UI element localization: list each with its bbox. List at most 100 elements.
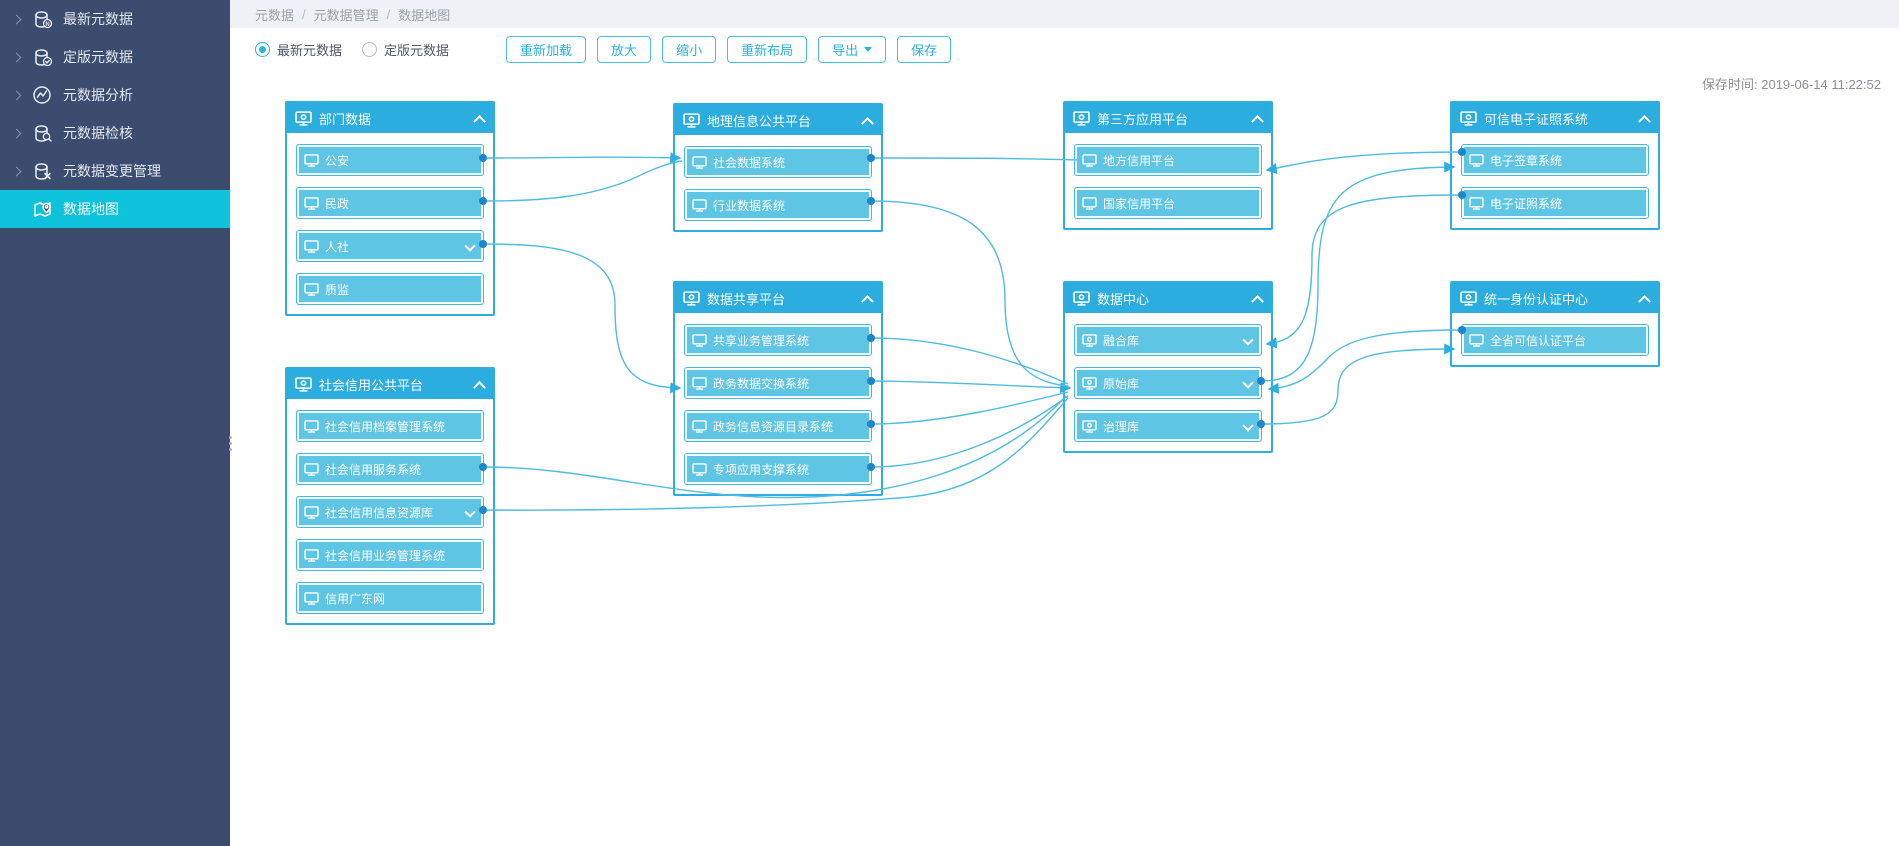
group-header[interactable]: 数据共享平台 — [675, 283, 881, 313]
chevron-up-icon[interactable] — [1638, 294, 1651, 308]
diagram-group-4[interactable]: 数据共享平台 共享业务管理系统 政务数据交换系统 政务信息资源目录系统 专项应用… — [673, 281, 883, 496]
diagram-group-2[interactable]: 社会信用公共平台 社会信用档案管理系统 社会信用服务系统 社会信用信息资源库 社… — [285, 367, 495, 625]
group-header[interactable]: 社会信用公共平台 — [287, 369, 493, 399]
node-label: 专项应用支撑系统 — [713, 462, 810, 477]
diagram-node[interactable]: 政务信息资源目录系统 — [685, 411, 871, 441]
sidebar-item-6[interactable]: 数据地图 — [0, 190, 230, 228]
diagram-node[interactable]: 地方信用平台 — [1075, 145, 1261, 175]
breadcrumb-item-3[interactable]: 数据地图 — [398, 7, 451, 23]
sidebar-item-1[interactable]: N 最新元数据 — [0, 0, 230, 38]
group-title: 统一身份认证中心 — [1484, 291, 1589, 307]
chevron-up-icon[interactable] — [1251, 114, 1264, 128]
diagram-node[interactable]: 社会信用业务管理系统 — [297, 540, 483, 570]
diagram-node[interactable]: 共享业务管理系统 — [685, 325, 871, 355]
diagram-group-1[interactable]: 部门数据 公安 民政 人社 质监 — [285, 101, 495, 316]
diagram-node[interactable]: 专项应用支撑系统 — [685, 454, 871, 484]
diagram-group-8[interactable]: 统一身份认证中心 全省可信认证平台 — [1450, 281, 1660, 367]
diagram-edge — [1265, 194, 1463, 349]
diagram-node[interactable]: 电子签章系统 — [1462, 145, 1648, 175]
sidebar-item-label: 元数据变更管理 — [63, 163, 161, 179]
diagram-node[interactable]: 社会信用服务系统 — [297, 454, 483, 484]
diagram-node[interactable]: 社会数据系统 — [685, 147, 871, 177]
sidebar-item-label: 最新元数据 — [63, 11, 133, 27]
diagram-node[interactable]: 全省可信认证平台 — [1462, 325, 1648, 355]
node-label: 政务信息资源目录系统 — [713, 419, 834, 434]
diagram-node[interactable]: 国家信用平台 — [1075, 188, 1261, 218]
chevron-up-icon[interactable] — [473, 114, 486, 128]
diagram-node[interactable]: 融合库 — [1075, 325, 1261, 355]
data-map-canvas[interactable]: 部门数据 公安 民政 人社 质监 社会信 — [230, 0, 1899, 846]
diagram-group-6[interactable]: 数据中心 融合库 原始库 治理库 — [1063, 281, 1273, 453]
group-header[interactable]: 地理信息公共平台 — [675, 105, 881, 135]
monitor-icon — [304, 153, 319, 167]
sidebar-item-2[interactable]: 定版元数据 — [0, 38, 230, 76]
diagram-node[interactable]: 公安 — [297, 145, 483, 175]
group-title: 部门数据 — [319, 111, 372, 127]
chevron-right-icon — [11, 128, 22, 138]
chevron-down-icon[interactable] — [464, 506, 476, 518]
chevron-down-icon[interactable] — [1242, 334, 1254, 346]
group-body: 社会数据系统 行业数据系统 — [675, 135, 881, 230]
sidebar-item-label: 元数据检核 — [63, 125, 133, 141]
diagram-group-5[interactable]: 第三方应用平台 地方信用平台 国家信用平台 — [1063, 101, 1273, 230]
chevron-down-icon[interactable] — [1242, 377, 1254, 389]
diagram-node[interactable]: 社会信用档案管理系统 — [297, 411, 483, 441]
monitor-icon — [1082, 196, 1097, 210]
group-title: 社会信用公共平台 — [319, 377, 424, 393]
panel-collapse-handle[interactable] — [225, 428, 235, 458]
diagram-group-3[interactable]: 地理信息公共平台 社会数据系统 行业数据系统 — [673, 103, 883, 232]
node-label: 原始库 — [1103, 376, 1140, 391]
diagram-node[interactable]: 人社 — [297, 231, 483, 261]
diagram-node[interactable]: 电子证照系统 — [1462, 188, 1648, 218]
sidebar-item-4[interactable]: 元数据检核 — [0, 114, 230, 152]
diagram-node[interactable]: 社会信用信息资源库 — [297, 497, 483, 527]
radio-published-metadata[interactable]: 定版元数据 — [362, 40, 449, 59]
breadcrumb-separator: / — [302, 6, 306, 22]
export-button[interactable]: 导出 — [818, 35, 887, 63]
diagram-node[interactable]: 质监 — [297, 274, 483, 304]
monitor-icon — [692, 198, 707, 212]
diagram-group-7[interactable]: 可信电子证照系统 电子签章系统 电子证照系统 — [1450, 101, 1660, 230]
monitor-icon — [1469, 333, 1484, 347]
monitor-gear-icon — [1073, 110, 1090, 126]
chevron-up-icon[interactable] — [861, 116, 874, 130]
breadcrumb-item-1[interactable]: 元数据 — [255, 7, 295, 23]
diagram-node[interactable]: 信用广东网 — [297, 583, 483, 613]
zoom-out-button[interactable]: 缩小 — [662, 35, 717, 63]
sidebar-item-3[interactable]: 元数据分析 — [0, 76, 230, 114]
db-change-icon — [31, 161, 53, 181]
monitor-icon — [304, 196, 319, 210]
breadcrumb-item-2[interactable]: 元数据管理 — [313, 7, 379, 23]
toolbar: 最新元数据 定版元数据 重新加载放大缩小重新布局导出保存 保存时间: 2019-… — [230, 28, 1899, 92]
relayout-button[interactable]: 重新布局 — [727, 35, 808, 63]
zoom-in-button[interactable]: 放大 — [597, 35, 652, 63]
chevron-down-icon[interactable] — [464, 240, 476, 252]
sidebar-item-label: 定版元数据 — [63, 49, 133, 65]
diagram-node[interactable]: 行业数据系统 — [685, 190, 871, 220]
chevron-up-icon[interactable] — [473, 380, 486, 394]
group-header[interactable]: 部门数据 — [287, 103, 493, 133]
chevron-up-icon[interactable] — [861, 294, 874, 308]
sidebar-item-5[interactable]: 元数据变更管理 — [0, 152, 230, 190]
radio-latest-metadata[interactable]: 最新元数据 — [255, 40, 342, 59]
reload-button[interactable]: 重新加载 — [506, 35, 587, 63]
diagram-node[interactable]: 政务数据交换系统 — [685, 368, 871, 398]
diagram-node[interactable]: 民政 — [297, 188, 483, 218]
group-header[interactable]: 第三方应用平台 — [1065, 103, 1271, 133]
group-body: 全省可信认证平台 — [1452, 313, 1658, 365]
monitor-icon — [304, 462, 319, 476]
chevron-right-icon — [11, 14, 22, 24]
group-header[interactable]: 统一身份认证中心 — [1452, 283, 1658, 313]
db-search-icon — [31, 123, 53, 143]
button-label: 缩小 — [676, 42, 703, 58]
chevron-up-icon[interactable] — [1251, 294, 1264, 308]
diagram-node[interactable]: 治理库 — [1075, 411, 1261, 441]
diagram-node[interactable]: 原始库 — [1075, 368, 1261, 398]
save-button[interactable]: 保存 — [897, 35, 952, 63]
diagram-edge — [870, 200, 1069, 387]
group-title: 数据中心 — [1097, 291, 1150, 307]
chevron-up-icon[interactable] — [1638, 114, 1651, 128]
chevron-down-icon[interactable] — [1242, 420, 1254, 432]
group-header[interactable]: 数据中心 — [1065, 283, 1271, 313]
group-header[interactable]: 可信电子证照系统 — [1452, 103, 1658, 133]
